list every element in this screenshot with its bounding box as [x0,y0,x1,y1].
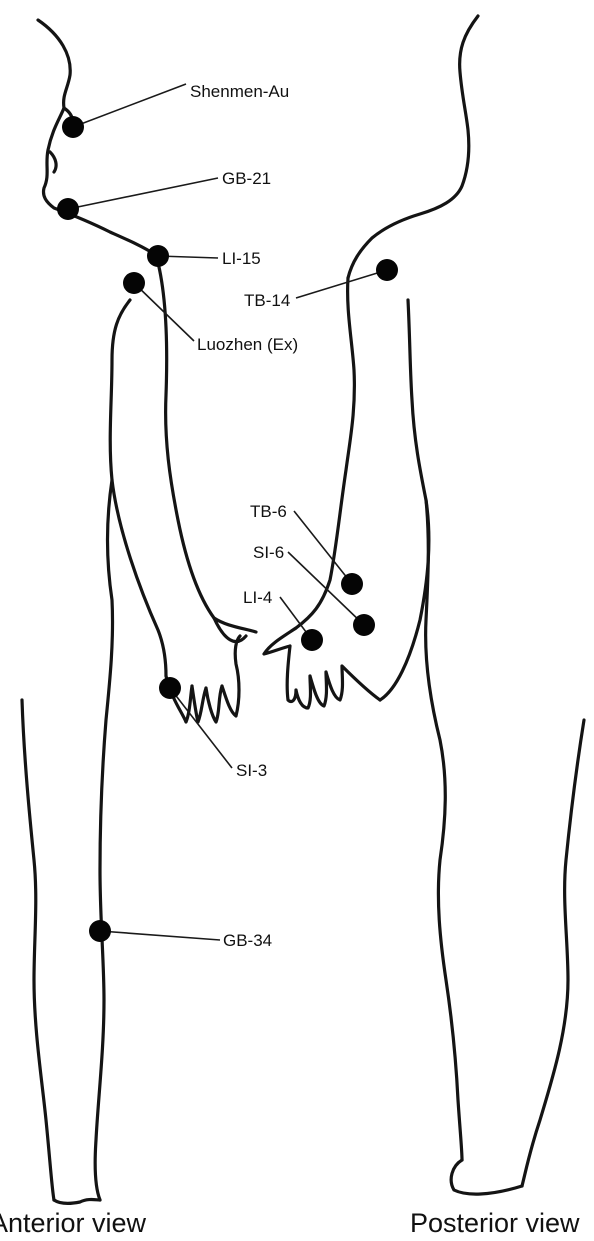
view-captions: Anterior view Posterior view [0,1208,580,1238]
anterior-leg-outer [95,480,112,1200]
acupoint-tb-14 [376,259,398,281]
label-gb-21: GB-21 [222,169,271,188]
label-shenmen-au: Shenmen-Au [190,82,289,101]
label-li-15: LI-15 [222,249,261,268]
posterior-foot [451,1160,522,1194]
posterior-head-outline [348,16,478,278]
posterior-leg-outer [426,500,462,1160]
label-li-4: LI-4 [243,588,272,607]
leader-gb-21 [68,178,218,209]
anterior-head-outline [38,20,156,255]
label-tb-6: TB-6 [250,502,287,521]
anterior-leg-inner [22,700,54,1200]
posterior-view-caption: Posterior view [410,1208,580,1238]
acupoint-li-4 [301,629,323,651]
leader-si-3 [170,688,232,768]
posterior-arm-outer [380,300,429,700]
label-gb-34: GB-34 [223,931,272,950]
acupoint-si-3 [159,677,181,699]
acupoint-labels: Shenmen-Au GB-21 LI-15 TB-14 Luozhen (Ex… [190,82,298,950]
anterior-arm-outer [156,255,256,632]
acupoint-gb-34 [89,920,111,942]
acupoint-luozhen-ex [123,272,145,294]
label-si-6: SI-6 [253,543,284,562]
leader-shenmen-au [73,84,186,127]
acupoint-gb-21 [57,198,79,220]
leader-gb-34 [100,931,220,940]
anterior-arm-inner [110,300,166,676]
anterior-foot [54,1200,100,1204]
label-luozhen-ex: Luozhen (Ex) [197,335,298,354]
leader-tb-6 [294,511,352,584]
anterior-view-caption: Anterior view [0,1208,147,1238]
posterior-leg-inner [522,720,584,1186]
anterior-hand [166,618,246,722]
acupoint-li-15 [147,245,169,267]
acupoint-shenmen-au [62,116,84,138]
leader-tb-14 [296,270,387,298]
label-tb-14: TB-14 [244,291,290,310]
acupoint-tb-6 [341,573,363,595]
label-si-3: SI-3 [236,761,267,780]
body-outlines [22,16,584,1203]
acupoint-si-6 [353,614,375,636]
